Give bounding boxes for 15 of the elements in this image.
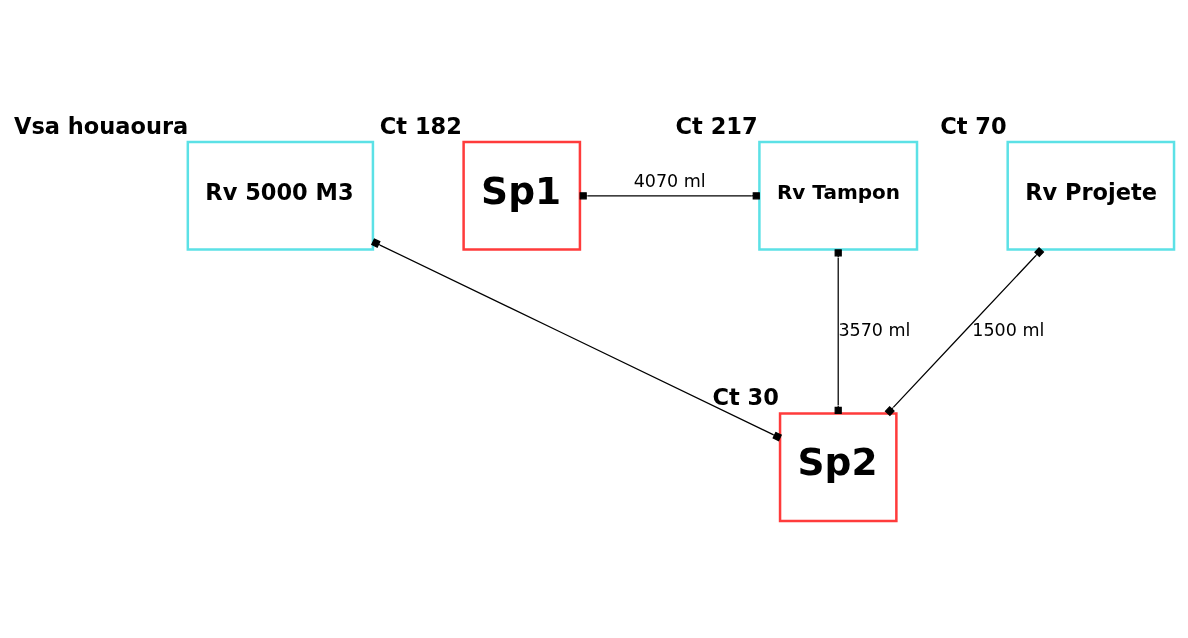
edge-label: 3570 ml (838, 320, 911, 341)
node-box: Rv Projete (1006, 140, 1176, 251)
connector (884, 246, 1045, 417)
node-box: Sp1 (462, 140, 582, 251)
node-box: Rv Tampon (758, 140, 919, 251)
edge-label: 4070 ml (633, 171, 706, 192)
node-box: Sp2 (778, 412, 898, 523)
edge-label: 1500 ml (972, 320, 1045, 341)
node-label: Ct 30 (712, 384, 779, 411)
node-label: Ct 182 (379, 112, 462, 139)
node-label: Vsa houaoura (13, 112, 189, 139)
node-label: Ct 217 (675, 112, 758, 139)
node-label: Ct 70 (940, 112, 1007, 139)
connector (371, 238, 783, 442)
node-box: Rv 5000 M3 (186, 140, 375, 251)
